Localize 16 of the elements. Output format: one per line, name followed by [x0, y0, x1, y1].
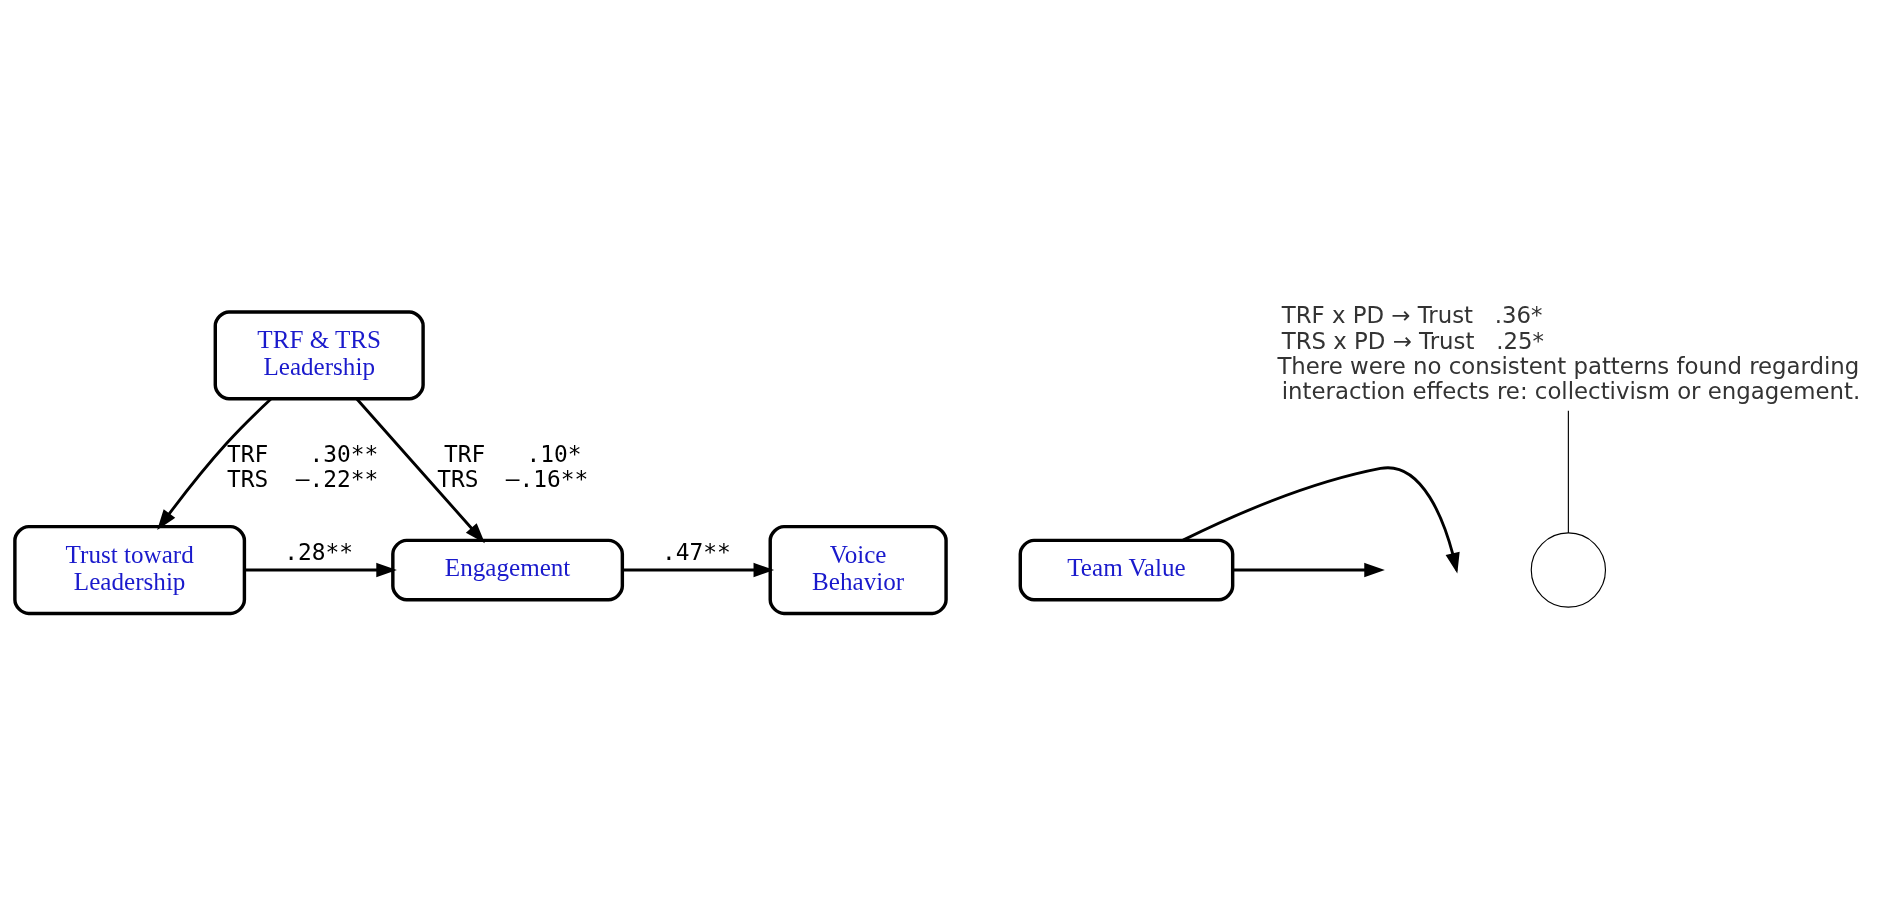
arrow [622, 562, 775, 578]
arrow [244, 562, 397, 578]
edge-label: TRF .10* TRS –.16** [437, 440, 589, 492]
node-box: TRF & TRS Leadership [213, 310, 425, 401]
edge-label: .28** [284, 538, 353, 565]
node-box: Team Value [1018, 538, 1235, 602]
node-box: Voice Behavior [768, 524, 948, 616]
edge-label: TRF .30** TRS –.22** [227, 440, 379, 492]
node-box: Trust toward Leadership [13, 524, 247, 616]
node-circle [1530, 532, 1607, 608]
arrow [157, 397, 273, 530]
edge-label: .47** [661, 538, 731, 565]
node-text: TRF x PD → Trust .36* TRS x PD → Trust .25* There were no consistent patterns found regarding interaction effects re: collectivism or engagement. [1277, 302, 1861, 404]
connector [1567, 410, 1569, 534]
arrow [355, 398, 485, 544]
node-box: Engagement [391, 538, 625, 602]
